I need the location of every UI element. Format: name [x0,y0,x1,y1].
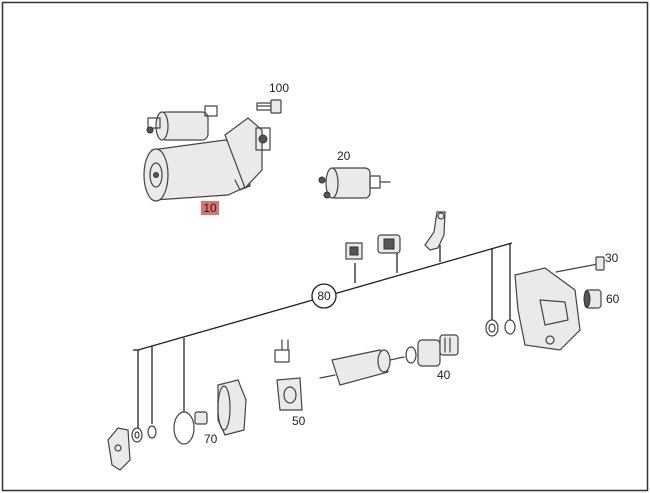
drive-end-housing[interactable] [514,267,581,351]
starter-motor-assembly[interactable] [143,105,271,202]
brush-plate-50[interactable] [274,339,303,411]
armature[interactable] [319,349,405,386]
o-ring-70[interactable] [173,411,195,445]
shift-fork-part[interactable] [424,211,446,251]
part-60-label: 60 [606,292,620,306]
part-70-label: 70 [204,432,218,446]
part-80-callout-circle [311,283,337,309]
bushing-60[interactable] [583,289,602,309]
part-100-label: 100 [269,81,289,95]
bolt-100[interactable] [256,99,282,114]
brush-holder-part[interactable] [345,242,363,260]
solenoid-switch-20[interactable] [318,167,391,199]
end-cover-plate[interactable] [107,427,131,471]
sleeve-70[interactable] [194,411,208,425]
part-10-label: 10 [203,201,217,215]
part-10-highlight [201,201,219,215]
pinion-clutch-40[interactable] [405,334,459,367]
part-30-label: 30 [605,251,619,265]
commutator-end-cover[interactable] [217,379,247,436]
part-40-label: 40 [437,368,451,382]
terminal-part[interactable] [377,234,401,254]
bolt-30[interactable] [555,256,605,273]
part-20-label: 20 [337,149,351,163]
part-50-label: 50 [292,414,306,428]
part-80-label: 80 [317,289,331,303]
ring-pair-right[interactable] [485,319,516,337]
washer-pair-left[interactable] [131,425,157,443]
